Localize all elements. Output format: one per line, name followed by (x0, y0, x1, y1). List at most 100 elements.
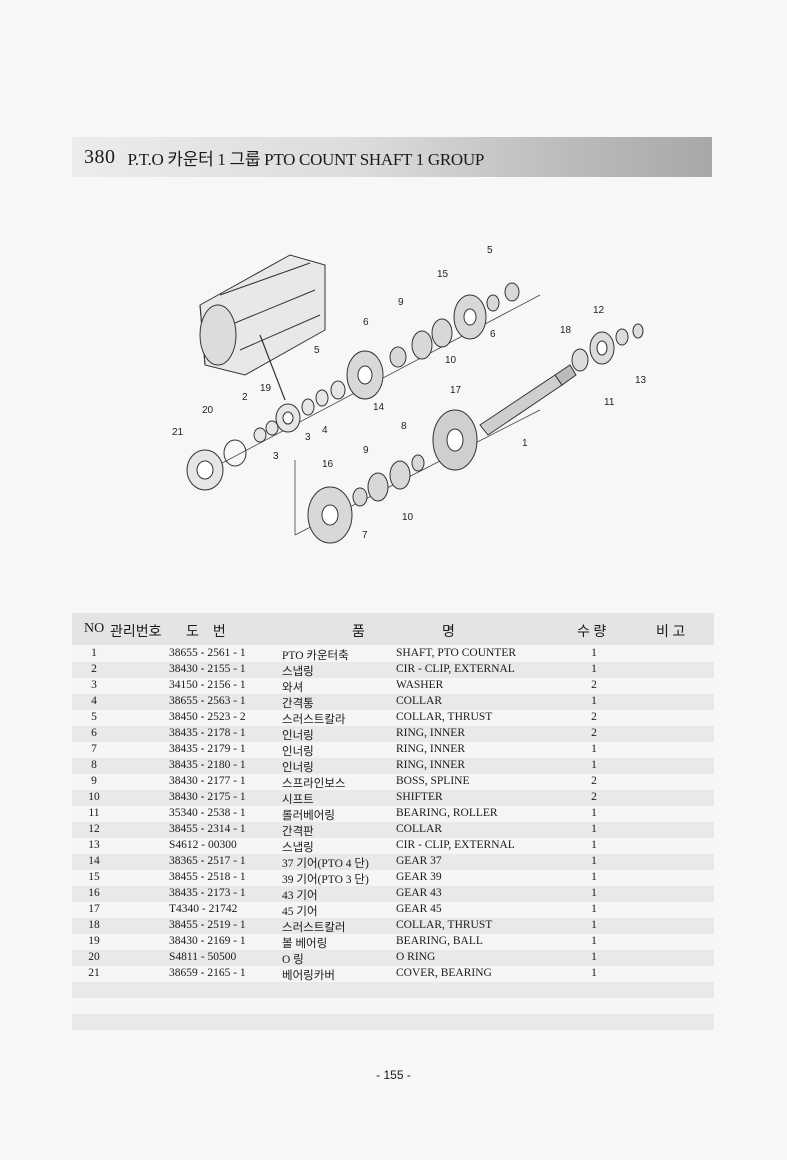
row-name-kr: 스러스트칼러 (282, 922, 346, 934)
row-code: T4340 - 21742 (169, 903, 238, 915)
header-name-b: 명 (442, 625, 455, 640)
callout-11: 11 (604, 397, 615, 408)
row-code: 35340 - 2538 - 1 (169, 807, 246, 819)
row-name-kr: 인너링 (282, 762, 314, 774)
row-no: 18 (88, 919, 100, 931)
row-name-en: GEAR 45 (396, 903, 442, 915)
callout-9-top: 9 (398, 297, 404, 308)
row-name-en: COLLAR, THRUST (396, 711, 493, 723)
callout-7: 7 (362, 530, 368, 541)
transmission-housing (199, 254, 326, 401)
row-no: 13 (88, 839, 100, 851)
row-name-kr: 와셔 (282, 682, 304, 694)
row-qty: 1 (591, 967, 597, 979)
row-name-en: CIR - CLIP, EXTERNAL (396, 839, 515, 851)
row-qty: 2 (591, 679, 597, 691)
row-no: 12 (88, 823, 100, 835)
row-name-en: COLLAR (396, 695, 442, 707)
row-name-en: BEARING, BALL (396, 935, 483, 947)
row-name-kr: 인너링 (282, 746, 314, 758)
cover-assembly (186, 380, 346, 491)
row-no: 8 (91, 759, 97, 771)
row-code: 38430 - 2175 - 1 (169, 791, 246, 803)
row-name-kr: 시프트 (282, 794, 314, 806)
callout-20: 20 (202, 405, 214, 416)
row-no: 5 (91, 711, 97, 723)
row-name-en: GEAR 37 (396, 855, 442, 867)
row-qty: 1 (591, 839, 597, 851)
callout-13: 13 (635, 375, 647, 386)
row-qty: 1 (591, 743, 597, 755)
row-code: S4811 - 50500 (169, 951, 237, 963)
callout-1: 1 (522, 438, 528, 449)
row-name-kr: 스냅링 (282, 842, 314, 854)
header-name-a: 품 (352, 625, 365, 640)
row-qty: 1 (591, 871, 597, 883)
row-qty: 2 (591, 711, 597, 723)
callout-5-top: 5 (487, 245, 493, 256)
row-no: 17 (88, 903, 100, 915)
row-name-kr: 간격판 (282, 826, 314, 838)
row-no: 7 (91, 743, 97, 755)
row-code: 38659 - 2165 - 1 (169, 967, 246, 979)
row-qty: 1 (591, 951, 597, 963)
row-no: 2 (91, 663, 97, 675)
callout-4: 4 (322, 425, 328, 436)
row-name-kr: PTO 카운터축 (282, 650, 349, 662)
table-row: 19 38430 - 2169 - 1 볼 베어링 BEARING, BALL 1 (72, 934, 714, 950)
callout-10-low: 10 (402, 512, 414, 523)
empty-row (72, 1014, 714, 1030)
row-qty: 1 (591, 759, 597, 771)
row-name-kr: 베어링카버 (282, 970, 335, 982)
header-qty: 수 량 (577, 625, 607, 640)
row-qty: 2 (591, 775, 597, 787)
row-qty: 1 (591, 823, 597, 835)
row-name-en: RING, INNER (396, 727, 465, 739)
row-code: 38430 - 2177 - 1 (169, 775, 246, 787)
row-no: 9 (91, 775, 97, 787)
callout-6-top: 6 (490, 329, 496, 340)
section-title: P.T.O 카운터 1 그룹 PTO COUNT SHAFT 1 GROUP (127, 149, 485, 169)
row-no: 15 (88, 871, 100, 883)
row-name-en: RING, INNER (396, 743, 465, 755)
row-code: 38435 - 2179 - 1 (169, 743, 246, 755)
row-code: 34150 - 2156 - 1 (169, 679, 246, 691)
row-no: 10 (88, 791, 100, 803)
section-number: 380 (84, 145, 116, 168)
row-code: 38435 - 2173 - 1 (169, 887, 246, 899)
callout-18: 18 (560, 325, 572, 336)
row-qty: 1 (591, 663, 597, 675)
row-name-en: BEARING, ROLLER (396, 807, 498, 819)
callout-10-top: 10 (445, 355, 457, 366)
row-name-kr: 인너링 (282, 730, 314, 742)
row-name-en: SHIFTER (396, 791, 443, 803)
parts-table-header: NO 관리번호 도 번 품 명 수 량 비 고 (72, 613, 714, 645)
row-name-en: RING, INNER (396, 759, 465, 771)
row-name-en: CIR - CLIP, EXTERNAL (396, 663, 515, 675)
row-no: 21 (88, 967, 100, 979)
callout-labels: 5 15 9 6 12 6 18 10 5 13 19 17 14 11 2 2… (172, 245, 647, 541)
row-name-en: COLLAR (396, 823, 442, 835)
row-name-kr: 간격통 (282, 698, 314, 710)
row-code: 38430 - 2169 - 1 (169, 935, 246, 947)
row-code: 38365 - 2517 - 1 (169, 855, 246, 867)
callout-2: 2 (242, 392, 248, 403)
exploded-parts-diagram: 5 15 9 6 12 6 18 10 5 13 19 17 14 11 2 2… (172, 245, 647, 544)
row-qty: 1 (591, 935, 597, 947)
row-name-en: GEAR 39 (396, 871, 442, 883)
row-name-kr: 볼 베어링 (282, 938, 328, 950)
row-code: S4612 - 00300 (169, 839, 237, 851)
row-name-en: WASHER (396, 679, 444, 691)
callout-16: 16 (322, 459, 334, 470)
row-no: 19 (88, 935, 100, 947)
